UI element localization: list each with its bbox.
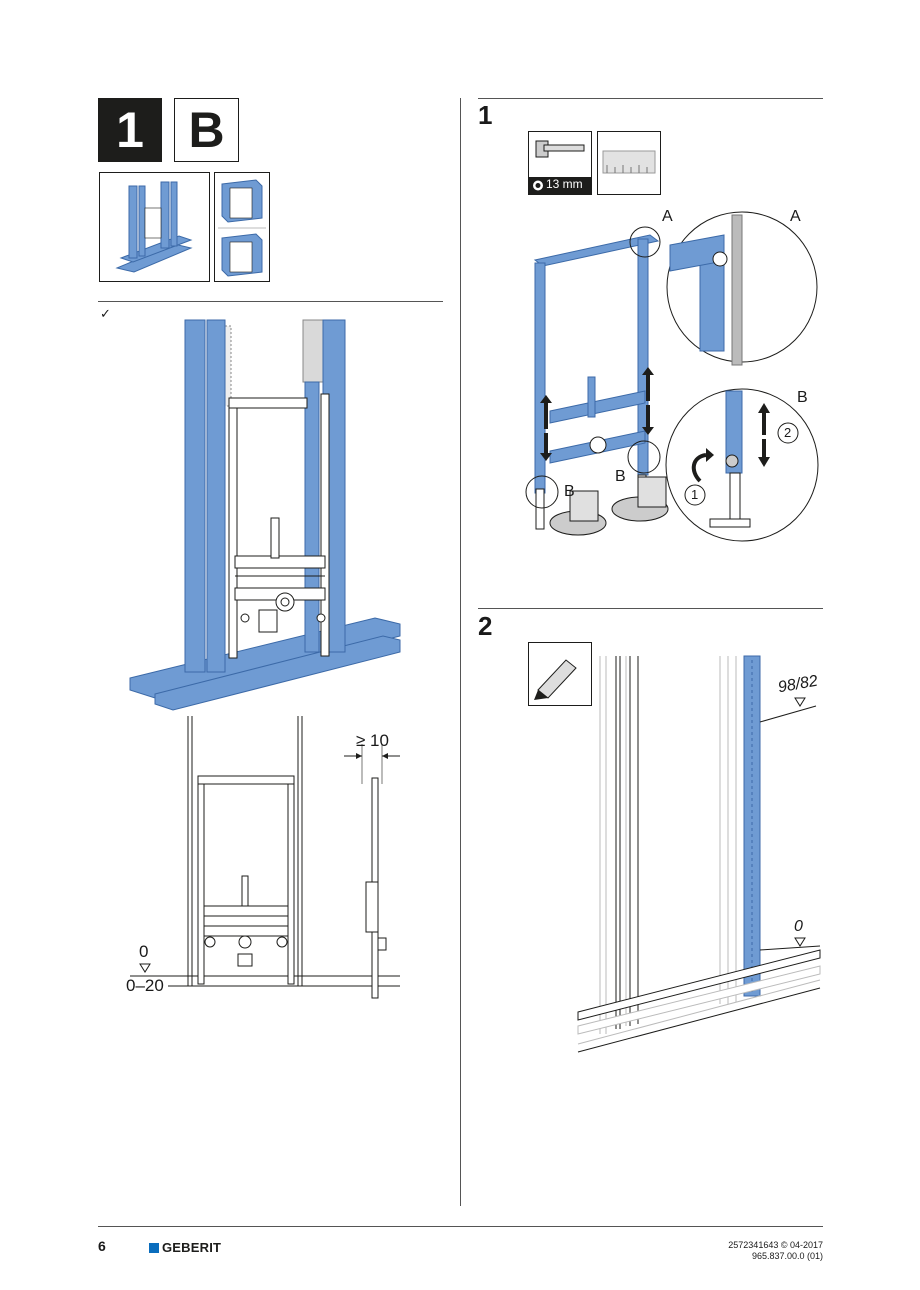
- detail-b-label-left: B: [564, 483, 575, 500]
- page-number: 6: [98, 1238, 106, 1254]
- doc-number: 2572341643 © 04-2017: [728, 1240, 823, 1250]
- column-divider: [460, 98, 461, 1206]
- brand-square-icon: [149, 1242, 159, 1253]
- front-view-dimension-drawing: [130, 716, 400, 999]
- variant-box: B: [174, 98, 239, 162]
- frame-height-adjust-illustration: [525, 211, 819, 542]
- brand-logo: GEBERIT: [149, 1240, 221, 1255]
- left-divider: [98, 301, 443, 302]
- substep-2-label: 2: [784, 425, 792, 440]
- step2-divider: [478, 608, 823, 609]
- zero-mark-label: 0: [794, 918, 803, 935]
- wrench-size-label: 13 mm: [546, 177, 583, 191]
- footer-divider: [98, 1226, 823, 1227]
- frame-installed-illustration: [129, 319, 401, 711]
- thumbnail-frame-wall: [99, 172, 210, 282]
- detail-b-label-zoom: B: [797, 389, 808, 406]
- doc-info: 2572341643 © 04-2017 965.837.00.0 (01): [640, 1240, 823, 1262]
- min-gap-label: ≥ 10: [356, 731, 389, 750]
- detail-a-label-frame: A: [662, 208, 673, 225]
- wrench-tool-icon: [528, 131, 592, 195]
- article-number: 965.837.00.0 (01): [751, 1251, 823, 1261]
- step2-number: 2: [478, 611, 493, 641]
- thumbnail-profiles: [214, 172, 270, 282]
- variant-letter: B: [188, 102, 225, 158]
- ruler-tool-icon: [597, 131, 661, 195]
- pencil-tool-icon: [528, 642, 592, 706]
- step-number-box: 1: [98, 98, 162, 162]
- brand-name: GEBERIT: [162, 1240, 222, 1255]
- check-mark: ✓: [100, 306, 111, 321]
- substep-1-label: 1: [691, 487, 699, 502]
- step1-number: 1: [478, 100, 493, 130]
- detail-a-label-zoom: A: [790, 208, 801, 225]
- marking-height-illustration: [577, 655, 821, 1053]
- step-number: 1: [116, 102, 144, 158]
- step1-divider: [478, 98, 823, 99]
- floor-range-label: 0–20: [126, 976, 164, 995]
- detail-b-label-right: B: [615, 468, 626, 485]
- floor-zero-label: 0: [139, 942, 149, 961]
